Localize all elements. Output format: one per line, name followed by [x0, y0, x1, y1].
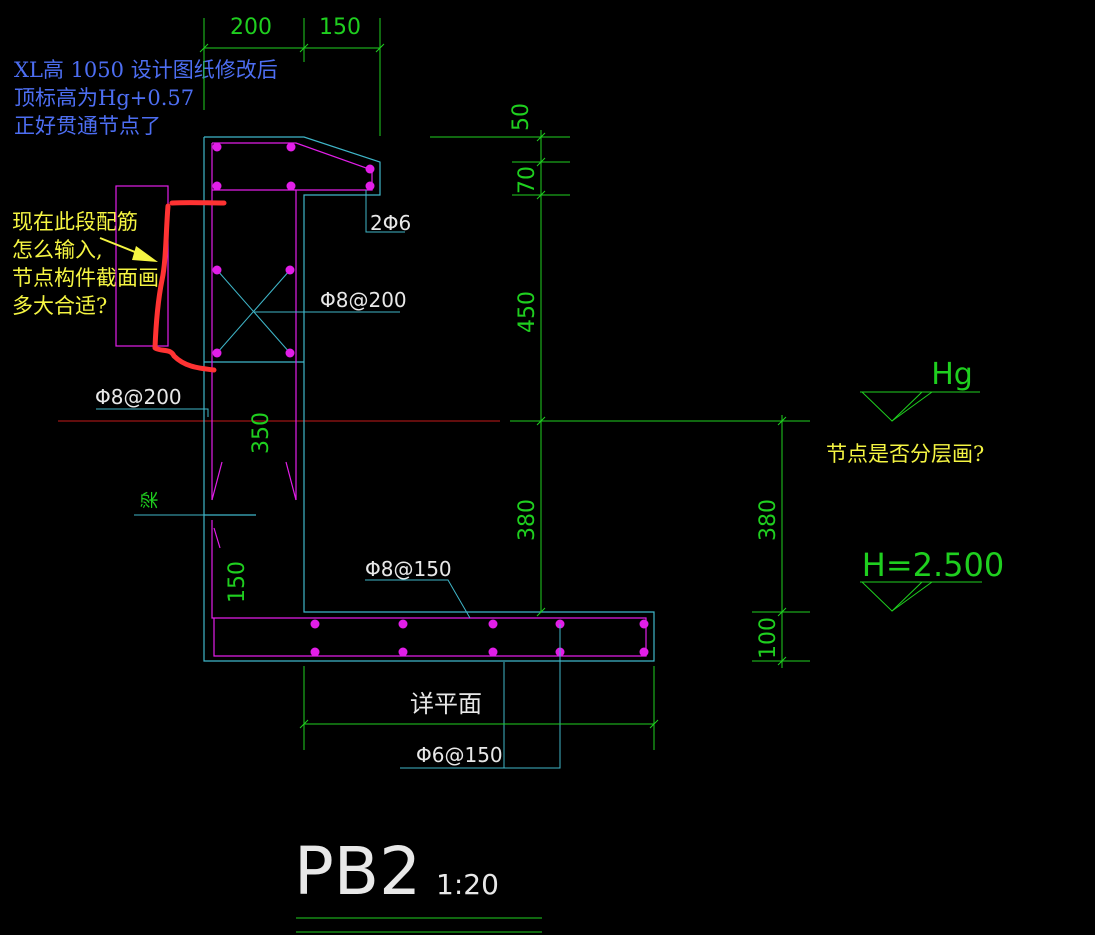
highlight-stroke	[152, 200, 227, 373]
detail-plan-label: 详平面	[410, 690, 482, 718]
dimension-text: 100	[756, 617, 781, 659]
dimension-text: 200	[230, 15, 272, 40]
rebar-label: 2Φ6	[370, 211, 411, 235]
design-change-line: 正好贯通节点了	[14, 114, 161, 138]
dimension-text: 70	[515, 166, 540, 194]
design-change-note: XL高 1050 设计图纸修改后 顶标高为Hg+0.57 正好贯通节点了	[14, 56, 278, 140]
dimension-text: 150	[319, 15, 361, 40]
dimension-text: 450	[515, 291, 540, 333]
rebar-label: Φ8@150	[365, 557, 452, 581]
leader-lines	[96, 190, 561, 769]
rebar-question-line: 现在此段配筋	[12, 210, 138, 234]
layer-question-note: 节点是否分层画?	[826, 442, 985, 466]
rebar-label: Φ6@150	[416, 743, 503, 767]
elevation-label: H=2.500	[862, 546, 1004, 584]
design-change-line: XL高 1050 设计图纸修改后	[14, 58, 278, 82]
dimension-text: 380	[515, 499, 540, 541]
dimension-text: 50	[509, 103, 534, 131]
rebar-label: Φ8@200	[95, 385, 182, 409]
rebar-question-line: 多大合适?	[12, 294, 108, 318]
beam-label: 梁	[140, 491, 161, 509]
dimension-text: 350	[249, 412, 274, 454]
dimension-text: 150	[225, 561, 250, 603]
cross-ties	[216, 269, 291, 354]
design-change-line: 顶标高为Hg+0.57	[14, 86, 195, 110]
rebar-question-line: 节点构件截面画	[12, 266, 159, 290]
dimension-text: 380	[756, 499, 781, 541]
drawing-title: PB2	[294, 833, 421, 910]
elevation-label: Hg	[931, 357, 973, 392]
drawing-scale: 1:20	[436, 868, 499, 901]
rebar-question-line: 怎么输入,	[12, 238, 103, 262]
rebar-label: Φ8@200	[320, 288, 407, 312]
rebar-question-note: 现在此段配筋 怎么输入, 节点构件截面画 多大合适?	[12, 208, 159, 320]
dimension-lines	[199, 18, 982, 933]
pointer-arrow	[99, 237, 158, 262]
concrete-outline	[203, 136, 655, 662]
